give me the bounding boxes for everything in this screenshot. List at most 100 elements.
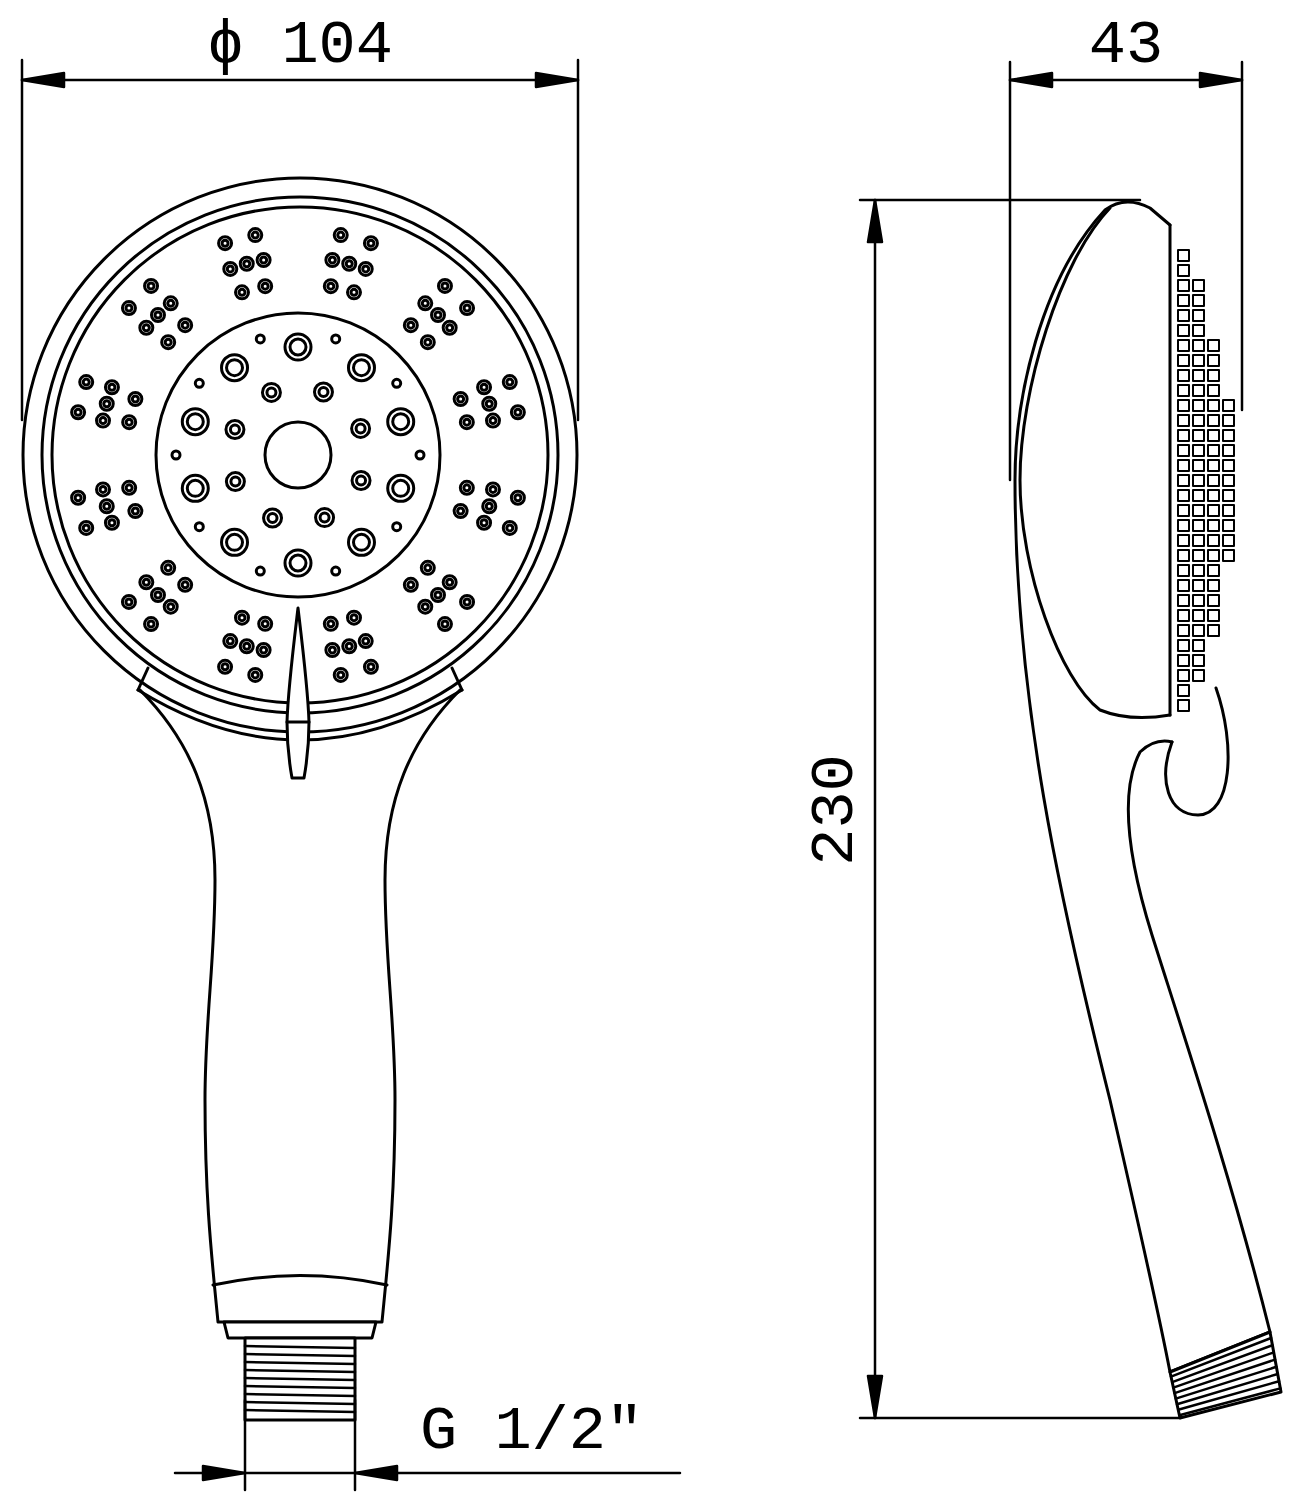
nozzle — [1193, 280, 1204, 291]
nozzle — [503, 376, 516, 389]
nozzle — [511, 491, 524, 504]
nozzle — [168, 300, 174, 306]
nozzle — [324, 617, 337, 630]
nozzle — [1208, 340, 1219, 351]
nozzle — [1223, 430, 1234, 441]
nozzle — [1193, 580, 1204, 591]
nozzle — [231, 477, 240, 486]
nozzle — [1178, 355, 1189, 366]
nozzle — [454, 504, 467, 517]
nozzle — [1178, 505, 1189, 516]
collar-line — [213, 1276, 387, 1286]
nozzle — [458, 396, 464, 402]
nozzle — [1193, 400, 1204, 411]
thread-line — [245, 1346, 355, 1348]
nozzle — [1208, 400, 1219, 411]
nozzle — [1208, 610, 1219, 621]
holder-loop — [1166, 688, 1228, 815]
nozzle — [1178, 535, 1189, 546]
nozzle — [408, 582, 414, 588]
nozzle — [486, 483, 499, 496]
nozzle — [347, 611, 360, 624]
nozzle — [1193, 565, 1204, 576]
dimension-label: 43 — [1089, 15, 1163, 77]
nozzle — [1178, 655, 1189, 666]
nozzle — [490, 418, 496, 424]
nozzle — [123, 416, 136, 429]
nozzle — [507, 525, 513, 531]
nozzle — [126, 599, 132, 605]
nozzle — [148, 621, 154, 627]
nozzle — [252, 232, 258, 238]
thread-line — [245, 1402, 355, 1404]
nozzle — [1193, 445, 1204, 456]
arrowhead — [203, 1466, 397, 1480]
dimension-label: ϕ 104 — [207, 15, 393, 77]
nozzle — [1193, 505, 1204, 516]
nozzle — [268, 514, 277, 523]
nozzle — [332, 335, 340, 343]
nozzle — [363, 266, 369, 272]
nozzle — [109, 520, 115, 526]
thread-line — [245, 1410, 355, 1412]
centre-zone — [156, 313, 440, 597]
nozzle — [460, 481, 473, 494]
nozzle — [1178, 700, 1189, 711]
nozzle — [348, 355, 374, 381]
nozzle — [244, 643, 250, 649]
nozzle — [143, 579, 149, 585]
nozzle — [262, 283, 268, 289]
nozzle — [435, 312, 441, 318]
nozzle — [264, 509, 282, 527]
nozzle-group — [72, 229, 525, 682]
nozzle — [483, 500, 496, 513]
thread-line — [245, 1362, 355, 1364]
nozzle — [224, 262, 237, 275]
nozzle — [143, 325, 149, 331]
nozzle — [122, 595, 135, 608]
nozzle — [239, 289, 245, 295]
nozzle — [97, 414, 110, 427]
nozzle — [351, 289, 357, 295]
nozzle — [326, 254, 339, 267]
nozzle — [319, 387, 328, 396]
nozzle — [507, 379, 513, 385]
nozzle — [219, 237, 232, 250]
nozzle — [182, 322, 188, 328]
nozzle — [105, 381, 118, 394]
nozzle — [222, 355, 248, 381]
nozzle — [1223, 460, 1234, 471]
nozzle — [1193, 550, 1204, 561]
nozzle — [320, 513, 329, 522]
handle-outline — [140, 690, 460, 1322]
nozzle — [1193, 415, 1204, 426]
nozzle — [252, 672, 258, 678]
nozzle — [261, 257, 267, 263]
nozzle — [464, 599, 470, 605]
nozzle — [416, 451, 424, 459]
nozzle — [438, 618, 451, 631]
extension-line — [1010, 62, 1242, 480]
nozzle — [461, 595, 474, 608]
nozzle — [72, 406, 85, 419]
nozzle — [515, 495, 521, 501]
side-thread — [1170, 1332, 1281, 1418]
nozzle — [222, 240, 228, 246]
nozzle — [1193, 595, 1204, 606]
side-outline — [1015, 202, 1270, 1372]
nozzle — [1193, 475, 1204, 486]
nozzle — [172, 451, 180, 459]
nozzle — [1178, 595, 1189, 606]
nozzle — [1178, 265, 1189, 276]
nozzle — [226, 473, 244, 491]
nozzle — [290, 339, 306, 355]
thread-line — [245, 1378, 355, 1380]
nozzle — [1193, 490, 1204, 501]
dimensions — [22, 60, 1242, 1490]
nozzle — [388, 409, 414, 435]
nozzle — [123, 481, 136, 494]
spray-selector-line — [287, 721, 309, 724]
nozzle — [290, 555, 306, 571]
nozzle — [425, 339, 431, 345]
nozzle — [442, 283, 448, 289]
